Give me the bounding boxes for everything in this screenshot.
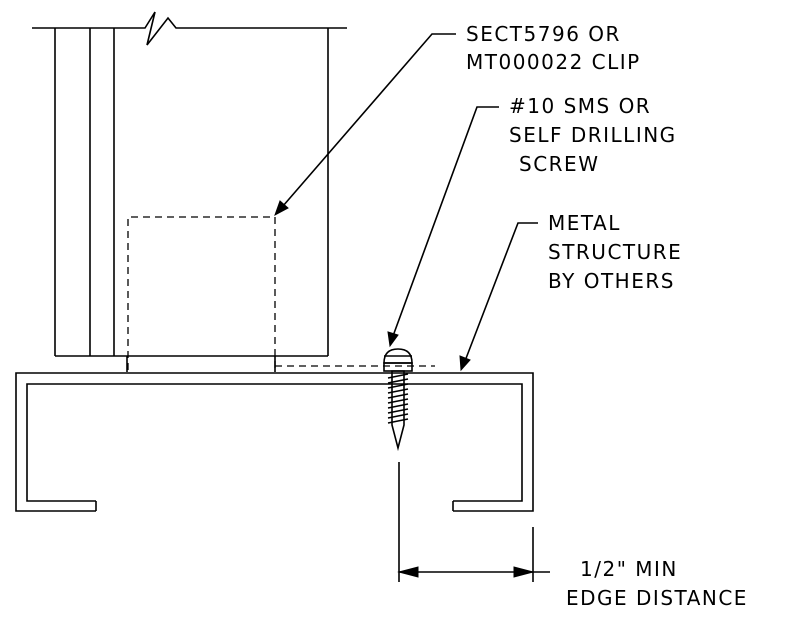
callout-structure-line-1: METAL [548,211,621,235]
callout-screw-line-3: SCREW [519,152,599,176]
stud-member [32,11,347,372]
callout-structure-line-3: BY OTHERS [548,269,675,293]
metal-channel [15,372,534,512]
callout-structure-line-2: STRUCTURE [548,240,682,264]
callout-screw-line-2: SELF DRILLING [509,123,677,147]
callout-clip-line-2: MT000022 CLIP [466,50,641,74]
callout-edge-line-1: 1/2" MIN [580,557,678,581]
leader-screw [387,106,499,348]
screw [383,348,413,452]
leader-structure [459,222,538,372]
callout-clip: SECT5796 OR MT000022 CLIP [466,22,641,74]
callout-clip-line-1: SECT5796 OR [466,22,621,46]
clip-hidden-outline [127,216,435,370]
callout-screw: #10 SMS OR SELF DRILLING SCREW [509,94,677,176]
callout-structure: METAL STRUCTURE BY OTHERS [548,211,682,293]
edge-distance-dimension [397,462,550,582]
callout-edge: 1/2" MIN EDGE DISTANCE [566,557,748,610]
callout-edge-line-2: EDGE DISTANCE [566,586,748,610]
callout-screw-line-1: #10 SMS OR [509,94,651,118]
leader-clip [274,33,456,217]
